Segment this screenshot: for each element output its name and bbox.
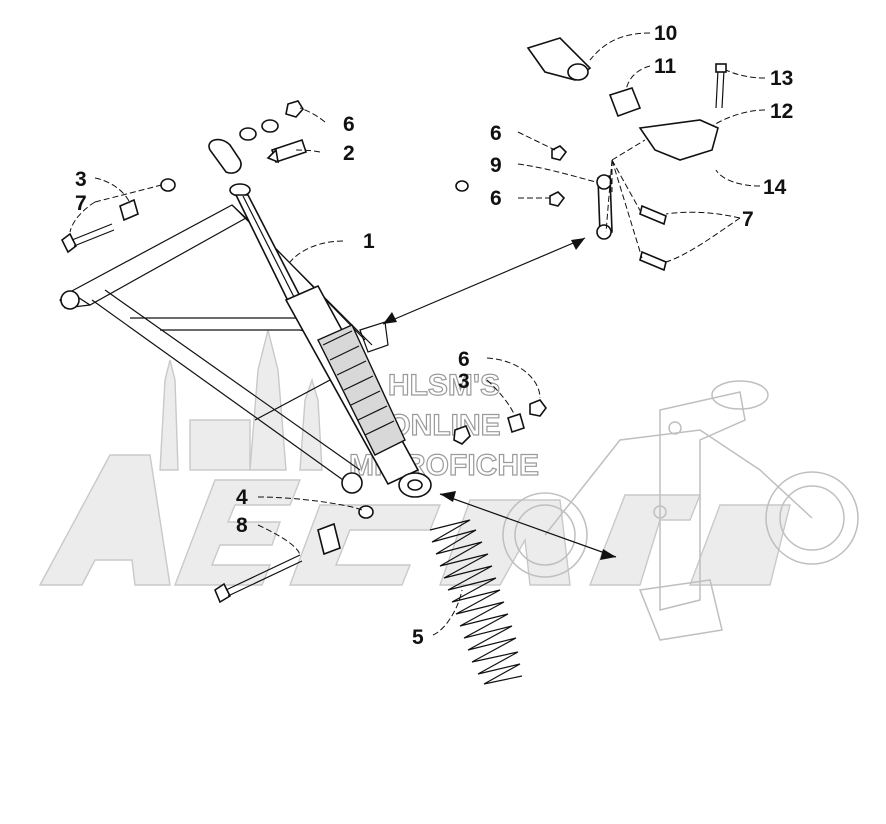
callout-3-lower: 3 xyxy=(458,370,470,393)
callout-13: 13 xyxy=(770,67,793,90)
callout-numbers: 1 2 3 3 4 5 6 6 6 6 7 7 8 9 10 11 12 13 … xyxy=(75,22,793,649)
shock-knurl xyxy=(322,330,395,436)
callout-3-upper: 3 xyxy=(75,168,87,191)
callout-2: 2 xyxy=(343,142,355,165)
watermark-skyline xyxy=(159,329,323,471)
lower-mount-hardware xyxy=(214,399,547,604)
callout-6-link-upper: 6 xyxy=(490,122,502,145)
spindle-knuckle xyxy=(638,380,769,641)
callout-1: 1 xyxy=(363,230,375,253)
callout-6-lower: 6 xyxy=(458,348,470,371)
callout-4: 4 xyxy=(236,486,248,509)
callout-7-left: 7 xyxy=(75,192,87,215)
watermark: HLSM'S ONLINE MICROFICHE xyxy=(38,329,859,586)
callout-11: 11 xyxy=(654,55,677,78)
callout-9: 9 xyxy=(490,154,502,177)
assembly-arrows xyxy=(382,237,617,560)
sensor-link-hardware xyxy=(455,37,727,272)
watermark-line-1: HLSM'S xyxy=(388,369,500,402)
callout-6-top: 6 xyxy=(343,113,355,136)
watermark-logo xyxy=(38,429,859,586)
callout-6-link-lower: 6 xyxy=(490,187,502,210)
upper-mount-hardware xyxy=(60,100,308,254)
shock-absorber xyxy=(208,138,432,498)
callout-5: 5 xyxy=(412,626,424,649)
watermark-line-2: ONLINE xyxy=(387,409,500,442)
coil-spring xyxy=(429,519,523,685)
callout-10: 10 xyxy=(654,22,677,45)
callout-7-right: 7 xyxy=(742,208,754,231)
callout-14: 14 xyxy=(763,176,787,199)
leader-lines xyxy=(69,32,766,636)
callout-8: 8 xyxy=(236,514,248,537)
callout-12: 12 xyxy=(770,100,793,123)
